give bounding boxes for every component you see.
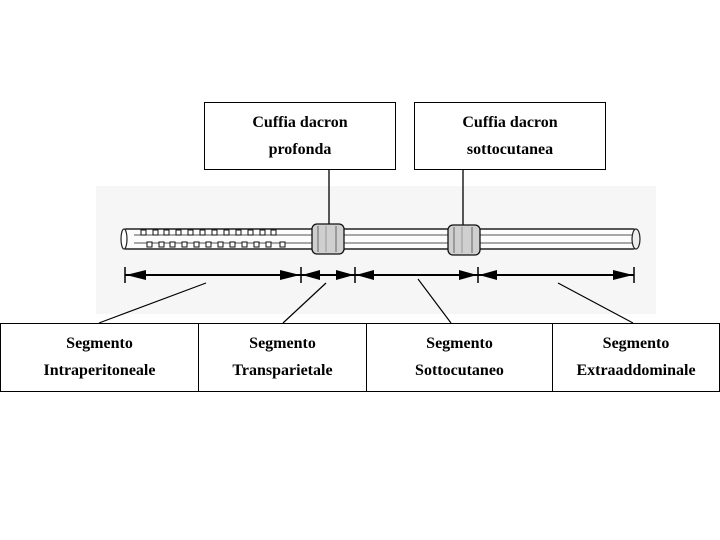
perforation-hole [146, 241, 153, 248]
segment-label-line2: Extraaddominale [576, 362, 696, 380]
perforation-hole [253, 241, 260, 248]
subcutaneous-cuff-label-box: Cuffia dacron sottocutanea [414, 102, 606, 170]
segment-transparietal-box: Segmento Transparietale [198, 323, 367, 392]
deep-cuff-label-line1: Cuffia dacron [252, 113, 348, 131]
segment-label-line1: Segmento [426, 334, 493, 352]
perforation-hole [205, 241, 212, 248]
perforation-hole [259, 229, 266, 236]
deep-cuff-label-line2: profonda [268, 140, 332, 158]
deep-cuff [311, 223, 345, 255]
perforation-hole [247, 229, 254, 236]
segment-label-line2: Sottocutaneo [415, 362, 504, 380]
perforation-hole [223, 229, 230, 236]
perforation-hole [152, 229, 159, 236]
perforation-hole [241, 241, 248, 248]
segment-dimension-arrows [124, 267, 635, 283]
perforation-hole [217, 241, 224, 248]
perforation-hole [270, 229, 277, 236]
segment-label-line2: Transparietale [232, 362, 333, 380]
segment-label-line1: Segmento [249, 334, 316, 352]
subcutaneous-cuff-label-line2: sottocutanea [466, 140, 554, 158]
perforation-hole [211, 229, 218, 236]
perforation-hole [279, 241, 286, 248]
perforation-hole [163, 229, 170, 236]
segment-label-line1: Segmento [66, 334, 133, 352]
segment-label-line2: Intraperitoneale [43, 362, 156, 380]
deep-cuff-label-box: Cuffia dacron profonda [204, 102, 396, 170]
segment-leaders [98, 278, 634, 324]
segment-subcutaneous-box: Segmento Sottocutaneo [366, 323, 553, 392]
segment-intraperitoneal-box: Segmento Intraperitoneale [0, 323, 199, 392]
subcutaneous-cuff-label-line1: Cuffia dacron [462, 113, 558, 131]
perforation-hole [181, 241, 188, 248]
perforation-hole [193, 241, 200, 248]
segment-label-line1: Segmento [602, 334, 670, 352]
perforation-hole [199, 229, 206, 236]
segment-extraabdominal-box: Segmento Extraaddominale [552, 323, 720, 392]
diagram-background [96, 186, 656, 314]
perforation-hole [158, 241, 165, 248]
subcutaneous-cuff [447, 224, 481, 256]
perforation-hole [169, 241, 176, 248]
perforation-hole [235, 229, 242, 236]
perforation-hole [229, 241, 236, 248]
perforations [140, 229, 286, 248]
perforation-hole [265, 241, 272, 248]
perforation-hole [140, 229, 147, 236]
perforation-hole [187, 229, 194, 236]
perforation-hole [175, 229, 182, 236]
